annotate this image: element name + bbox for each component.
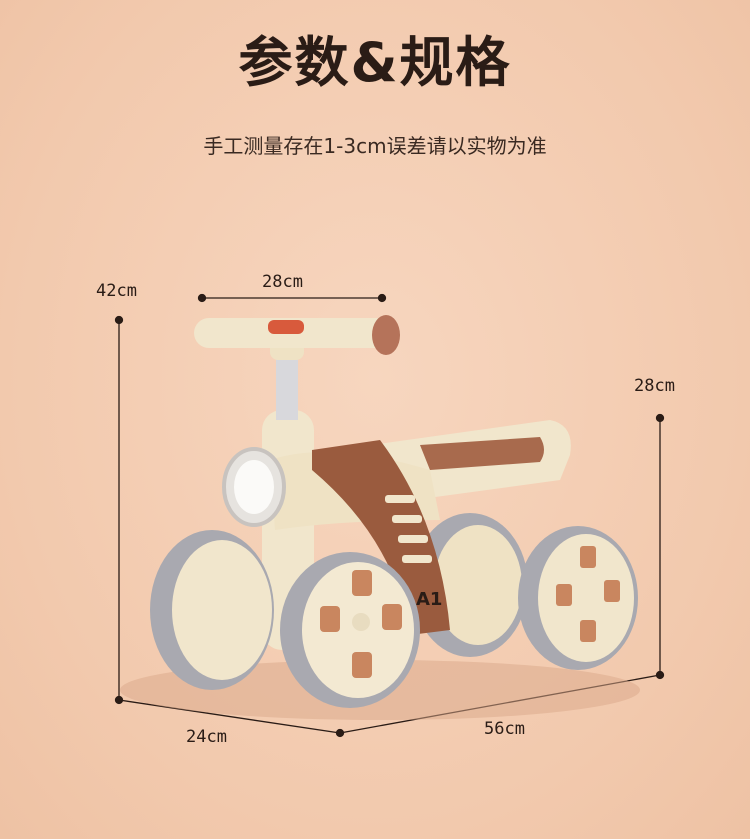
- measurement-note: 手工测量存在1-3cm误差请以实物为准: [203, 134, 547, 158]
- height-label: 42cm: [96, 281, 137, 301]
- length-label: 56cm: [484, 719, 525, 739]
- dimension-lines: [114, 293, 665, 738]
- handlebar-width-label: 28cm: [262, 272, 303, 292]
- page-title: 参数&规格: [238, 31, 512, 94]
- brand-logo: A1: [416, 589, 442, 610]
- width-label: 24cm: [186, 727, 227, 747]
- seat-height-label: 28cm: [634, 376, 675, 396]
- bike: A1: [120, 315, 640, 720]
